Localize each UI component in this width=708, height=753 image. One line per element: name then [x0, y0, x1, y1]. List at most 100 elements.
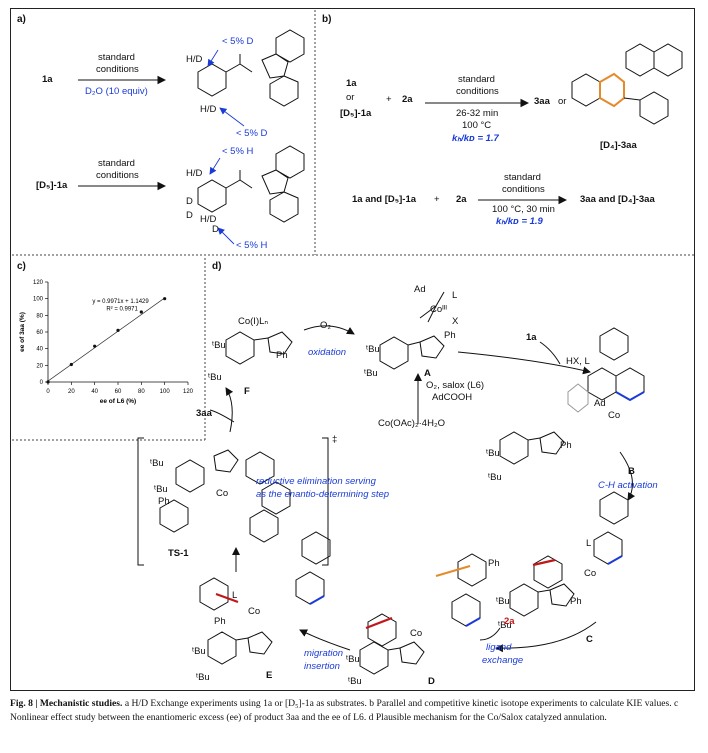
a-r1-note1: < 5% D [222, 36, 254, 47]
y-tick-label: 20 [36, 363, 43, 369]
d-B-tbu1: ᵗBu [486, 448, 500, 459]
a-d-label-2: D [186, 210, 193, 221]
d-label-ts1: TS-1 [168, 548, 189, 559]
b-c-kie: kₕ/kᴅ = 1.9 [496, 216, 543, 227]
a-r2-start: [D₅]-1a [36, 180, 68, 191]
data-point [163, 297, 167, 301]
d-A-co: Coᴵᴵᴵ [430, 304, 447, 315]
b-p-1a: 1a [346, 78, 357, 89]
d-C-L: L [586, 538, 592, 549]
d-label-E: E [266, 670, 273, 681]
d-ts-tbu1: ᵗBu [150, 458, 164, 469]
d-B-ph: Ph [560, 440, 572, 451]
d-A-tbu1: ᵗBu [366, 344, 380, 355]
x-tick-label: 60 [115, 389, 122, 395]
panel-label-a: a) [17, 14, 26, 25]
data-point [69, 362, 73, 367]
d-o2: O₂ [320, 320, 332, 331]
y-tick-label: 80 [36, 313, 43, 319]
x-axis-label: ee of L6 (%) [100, 398, 136, 405]
d-A-X: X [452, 316, 459, 327]
data-point [46, 380, 50, 384]
panel-label-d: d) [212, 261, 222, 272]
d-B-tbu2: ᵗBu [488, 472, 502, 483]
data-point [93, 344, 97, 348]
d-E-co: Co [248, 606, 261, 617]
d-E-ph: Ph [214, 616, 226, 627]
y-tick-label: 40 [36, 347, 43, 353]
d-label-F: F [244, 386, 250, 397]
y-axis-label: ee of 3aa (%) [19, 312, 26, 352]
panel-label-c: c) [17, 261, 26, 272]
d-label-D: D [428, 676, 435, 687]
b-p-2a: 2a [402, 94, 413, 105]
caption-text: a H/D Exchange experiments using 1a or [… [10, 698, 679, 723]
figure-frame [10, 8, 695, 691]
d-ch-activation: C-H activation [598, 480, 658, 491]
d-E-tbu2: ᵗBu [196, 672, 210, 683]
d-B-co: Co [608, 410, 621, 421]
d-A-ph: Ph [444, 330, 456, 341]
d-E-L: L [232, 590, 238, 601]
y-tick-label: 0 [40, 380, 44, 386]
a-r2-cond2: conditions [96, 170, 139, 181]
d-migration: migration [304, 648, 344, 659]
b-p-c3: 26-32 min [456, 108, 499, 119]
d-ts-dagger: ‡ [332, 434, 338, 445]
d-C-ph: Ph [570, 596, 582, 607]
d-D-ph: Ph [488, 558, 500, 569]
b-c-c2: conditions [502, 184, 545, 195]
d-D-tbu2: ᵗBu [348, 676, 362, 687]
d-C-tbu2: ᵗBu [498, 620, 512, 631]
b-c-plus: + [434, 194, 440, 205]
x-tick-label: 40 [91, 389, 98, 395]
caption-title: Fig. 8 | Mechanistic studies. [10, 698, 123, 709]
d-B-ad: Ad [594, 398, 606, 409]
b-p-prod: 3aa [534, 96, 550, 107]
a-r2-pos1: H/D [186, 168, 203, 179]
b-p-or: or [346, 92, 355, 103]
a-r1-cond3: D₂O (10 equiv) [85, 86, 148, 97]
d-ts-co: Co [216, 488, 229, 499]
d-F-ph: Ph [276, 350, 288, 361]
b-c-c1: standard [504, 172, 541, 183]
b-p-d4: [D₄]-3aa [600, 140, 637, 151]
y-tick-label: 60 [36, 330, 43, 336]
x-tick-label: 20 [68, 389, 75, 395]
d-salox: O₂, salox (L6) [426, 380, 485, 391]
d-ts-tbu2: ᵗBu [154, 484, 168, 495]
d-exchange: exchange [482, 655, 524, 666]
d-label-A: A [424, 368, 431, 379]
a-r2-cond1: standard [98, 158, 135, 169]
d-reagent-1a: 1a [526, 332, 537, 343]
d-F-co: Co(I)Lₙ [238, 316, 269, 327]
d-reductive-2: as the enantio-determining step [256, 489, 390, 500]
d-product-3aa: 3aa [196, 408, 212, 419]
fit-r2: R² = 0.9971 [106, 306, 138, 312]
d-ligand: ligand [486, 642, 512, 653]
d-E-tbu1: ᵗBu [192, 646, 206, 657]
fit-equation: y = 0.9971x + 1.1429 [92, 299, 149, 305]
d-F-tbu2: ᵗBu [208, 372, 222, 383]
a-d-label-3: D [212, 224, 219, 235]
b-p-d5: [D₅]-1a [340, 108, 372, 119]
x-tick-label: 80 [138, 389, 145, 395]
fit-line [47, 297, 165, 382]
y-tick-label: 100 [33, 297, 44, 303]
b-c-c3: 100 °C, 30 min [492, 204, 555, 215]
d-F-tbu1: ᵗBu [212, 340, 226, 351]
x-tick-label: 120 [183, 389, 194, 395]
a-r1-pos1: H/D [186, 54, 203, 65]
a-r2-pos2: H/D [200, 214, 217, 225]
d-A-tbu2: ᵗBu [364, 368, 378, 379]
a-r1-cond2: conditions [96, 64, 139, 75]
b-c-start: 1a and [D₅]-1a [352, 194, 417, 205]
x-tick-label: 100 [160, 389, 171, 395]
b-p-kie: kₕ/kᴅ = 1.7 [452, 133, 499, 144]
d-ts-ph: Ph [158, 496, 170, 507]
a-d-label-1: D [186, 196, 193, 207]
figure-caption: Fig. 8 | Mechanistic studies. a H/D Exch… [10, 697, 698, 725]
a-r2-note1: < 5% H [222, 146, 254, 157]
